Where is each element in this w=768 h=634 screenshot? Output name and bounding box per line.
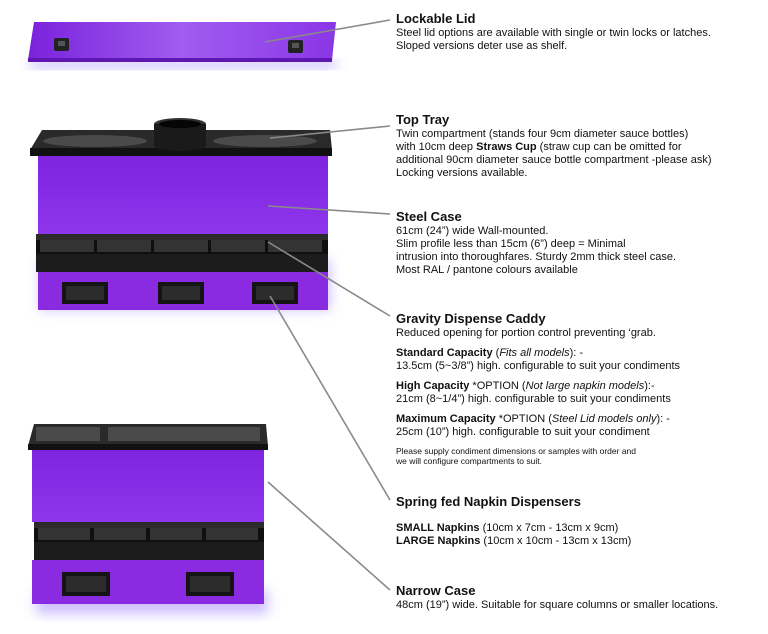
lockable-lid-text-2: Sloped versions deter use as shelf. — [396, 40, 568, 52]
narrow-case-text: 48cm (19”) wide. Suitable for square col… — [396, 599, 719, 611]
straws-cup-label: Straws Cup — [476, 141, 537, 153]
lockable-lid-callout: Lockable Lid Steel lid options are avail… — [396, 11, 711, 53]
small-napkins-line: SMALL Napkins (10cm x 7cm - 13cm x 9cm) — [396, 522, 619, 534]
narrow-case-title: Narrow Case — [396, 583, 476, 598]
napkin-callout: Spring fed Napkin Dispensers SMALL Napki… — [396, 494, 631, 548]
steel-case-title: Steel Case — [396, 209, 462, 224]
lockable-lid-image — [28, 22, 336, 68]
gravity-caddy-intro: Reduced opening for portion control prev… — [396, 327, 656, 339]
steel-case-text-3: intrusion into thoroughfares. Sturdy 2mm… — [396, 251, 677, 263]
top-tray-text-2: with 10cm deep Straws Cup (straw cup can… — [396, 141, 682, 153]
steel-case-callout: Steel Case 61cm (24”) wide Wall-mounted.… — [396, 209, 676, 277]
high-capacity-detail: 21cm (8~1/4”) high. configurable to suit… — [396, 393, 671, 405]
main-unit-image — [30, 118, 332, 310]
napkin-title: Spring fed Napkin Dispensers — [396, 494, 581, 509]
narrow-unit-image — [28, 424, 268, 614]
high-capacity-heading: High Capacity *OPTION (Not large napkin … — [396, 380, 655, 392]
steel-case-text-4: Most RAL / pantone colours available — [396, 264, 578, 276]
leader-lines — [264, 19, 391, 591]
lockable-lid-text-1: Steel lid options are available with sin… — [396, 27, 711, 39]
caddy-note-2: we will configure compartments to suit. — [396, 456, 542, 466]
gravity-caddy-title: Gravity Dispense Caddy — [396, 311, 546, 326]
lockable-lid-title: Lockable Lid — [396, 11, 476, 26]
top-tray-text-3: additional 90cm diameter sauce bottle co… — [396, 154, 712, 166]
maximum-capacity-heading: Maximum Capacity *OPTION (Steel Lid mode… — [396, 413, 670, 425]
top-tray-text-1: Twin compartment (stands four 9cm diamet… — [396, 128, 689, 140]
maximum-capacity-detail: 25cm (10”) high. configurable to suit yo… — [396, 426, 650, 438]
top-tray-title: Top Tray — [396, 112, 450, 127]
steel-case-text-2: Slim profile less than 15cm (6”) deep = … — [396, 238, 626, 250]
standard-capacity-detail: 13.5cm (5~3/8”) high. configurable to su… — [396, 360, 681, 372]
caddy-note-1: Please supply condiment dimensions or sa… — [396, 446, 637, 456]
standard-capacity-heading: Standard Capacity (Fits all models): - — [396, 347, 584, 359]
top-tray-callout: Top Tray Twin compartment (stands four 9… — [396, 112, 712, 180]
top-tray-text-4: Locking versions available. — [396, 167, 528, 179]
gravity-caddy-callout: Gravity Dispense Caddy Reduced opening f… — [396, 311, 680, 466]
large-napkins-line: LARGE Napkins (10cm x 10cm - 13cm x 13cm… — [396, 535, 632, 547]
steel-case-text-1: 61cm (24”) wide Wall-mounted. — [396, 225, 549, 237]
narrow-case-callout: Narrow Case 48cm (19”) wide. Suitable fo… — [396, 583, 718, 612]
